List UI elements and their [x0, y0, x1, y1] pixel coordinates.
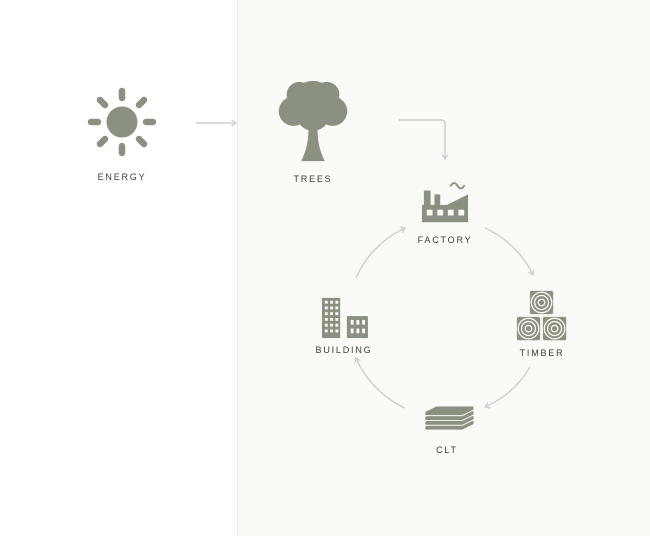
clt-panels-icon	[416, 405, 478, 432]
factory-icon	[418, 179, 472, 227]
timber-stack-icon	[514, 289, 570, 343]
node-factory: FACTORY	[375, 179, 515, 245]
node-clt: CLT	[377, 405, 517, 455]
node-label-timber: TIMBER	[519, 348, 565, 358]
node-trees: TREES	[243, 77, 383, 184]
node-label-trees: TREES	[293, 174, 333, 184]
tree-icon	[268, 77, 358, 165]
node-label-building: BUILDING	[315, 345, 373, 355]
node-label-energy: ENERGY	[97, 172, 147, 182]
node-energy: ENERGY	[52, 86, 192, 182]
buildings-icon	[311, 296, 377, 340]
node-building: BUILDING	[274, 296, 414, 355]
node-label-clt: CLT	[436, 445, 458, 455]
node-timber: TIMBER	[472, 289, 612, 358]
smoke-icon	[449, 182, 466, 190]
node-label-factory: FACTORY	[417, 235, 473, 245]
sun-icon	[86, 86, 158, 158]
